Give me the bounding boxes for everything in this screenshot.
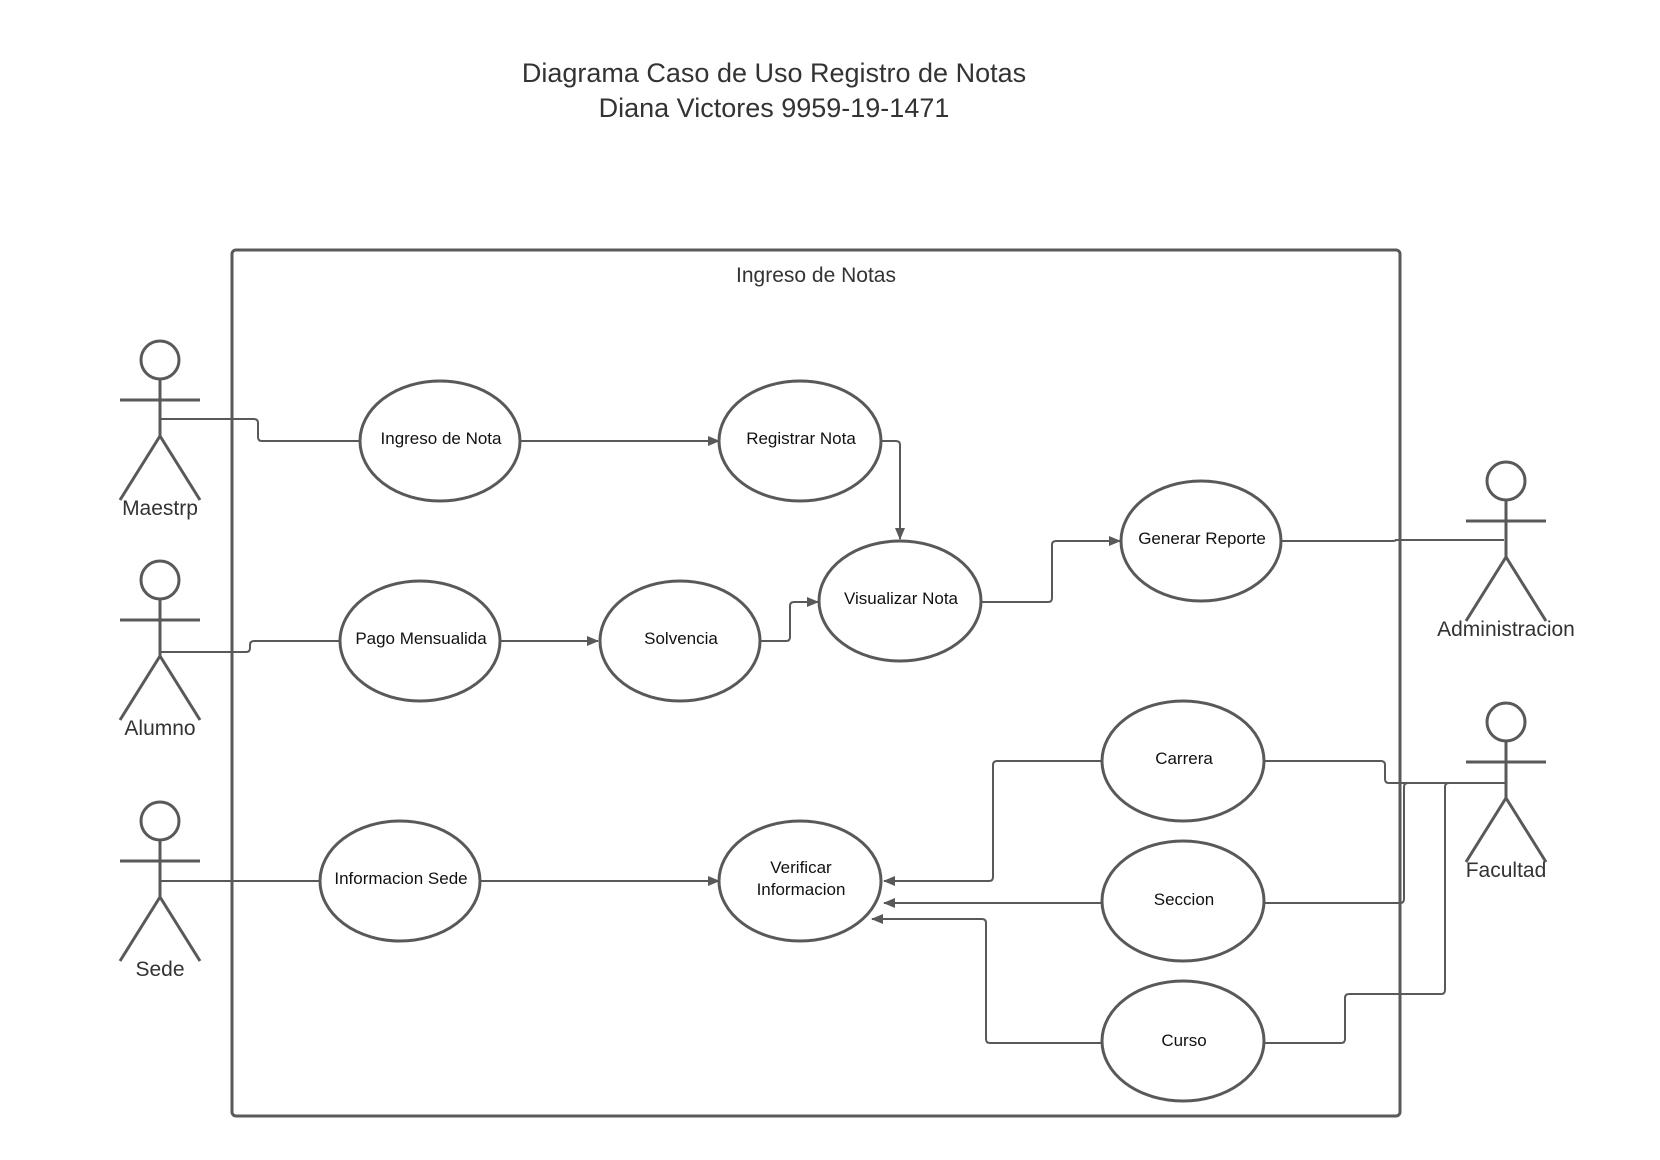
connector-alumno-pago <box>160 640 340 653</box>
actor-label-administracion: Administracion <box>1437 618 1575 641</box>
use-case-carrera <box>1100 699 1266 823</box>
use-case-label-registrar-nota: Registrar Nota <box>746 429 856 448</box>
use-case-visualizar-nota <box>817 539 983 663</box>
system-boundary-label: Ingreso de Notas <box>736 264 896 287</box>
actor-facultad <box>1464 701 1548 863</box>
use-case-label-visualizar-nota: Visualizar Nota <box>843 589 959 608</box>
use-case-label-seccion: Seccion <box>1153 890 1215 909</box>
connector-solvencia-visualizar <box>760 597 819 642</box>
use-case-ingreso-de-nota <box>358 379 522 503</box>
use-case-solvencia <box>598 579 762 703</box>
actor-head <box>139 559 181 601</box>
system-boundary <box>230 248 1402 1118</box>
use-case-label-ingreso-de-nota: Ingreso de Nota <box>380 429 502 448</box>
use-case-seccion <box>1100 839 1266 963</box>
use-case-informacion-sede <box>318 819 482 943</box>
actor-head <box>139 339 181 381</box>
actor-label-sede: Sede <box>135 958 185 981</box>
use-case-pago-mensualida <box>338 579 502 703</box>
use-case-generar-reporte <box>1119 479 1283 603</box>
actor-label-alumno: Alumno <box>124 717 196 740</box>
connector-seccion-facultad <box>1264 782 1506 904</box>
use-case-label-curso: Curso <box>1161 1031 1207 1050</box>
connector-generar-administracion <box>1281 539 1504 542</box>
actor-administracion <box>1464 460 1548 622</box>
use-case-label-verificar-line1: Verificar <box>770 858 832 877</box>
connector-carrera-verificar <box>883 760 1101 886</box>
connector-maestrp-ingreso <box>160 418 360 442</box>
use-case-verificar-informacion <box>717 819 883 943</box>
actor-alumno <box>118 559 202 721</box>
connector-curso-verificar <box>871 914 1101 1044</box>
actor-label-maestrp: Maestrp <box>122 497 198 520</box>
use-case-label-pago-mensualida: Pago Mensualida <box>355 629 487 648</box>
diagram-subtitle: Diana Victores 9959-19-1471 <box>598 93 950 123</box>
actor-head <box>1485 460 1527 502</box>
use-case-label-generar-reporte: Generar Reporte <box>1138 529 1266 548</box>
actor-maestrp <box>118 339 202 501</box>
use-case-curso <box>1100 979 1266 1103</box>
diagram-title: Diagrama Caso de Uso Registro de Notas <box>521 58 1027 88</box>
use-case-label-carrera: Carrera <box>1155 749 1213 768</box>
use-case-registrar-nota <box>717 379 883 503</box>
actor-head <box>1485 701 1527 743</box>
use-case-label-informacion-sede: Informacion Sede <box>334 869 468 888</box>
connector-visualizar-generar <box>981 536 1121 603</box>
use-case-label-verificar-line2: Informacion <box>756 880 846 899</box>
actor-head <box>139 800 181 842</box>
connector-carrera-facultad <box>1264 760 1506 784</box>
actor-label-facultad: Facultad <box>1465 859 1547 882</box>
connector-registrar-visualizar <box>881 440 905 540</box>
actor-sede <box>118 800 202 962</box>
connector-curso-facultad <box>1264 782 1506 1044</box>
use-case-label-solvencia: Solvencia <box>644 629 718 648</box>
